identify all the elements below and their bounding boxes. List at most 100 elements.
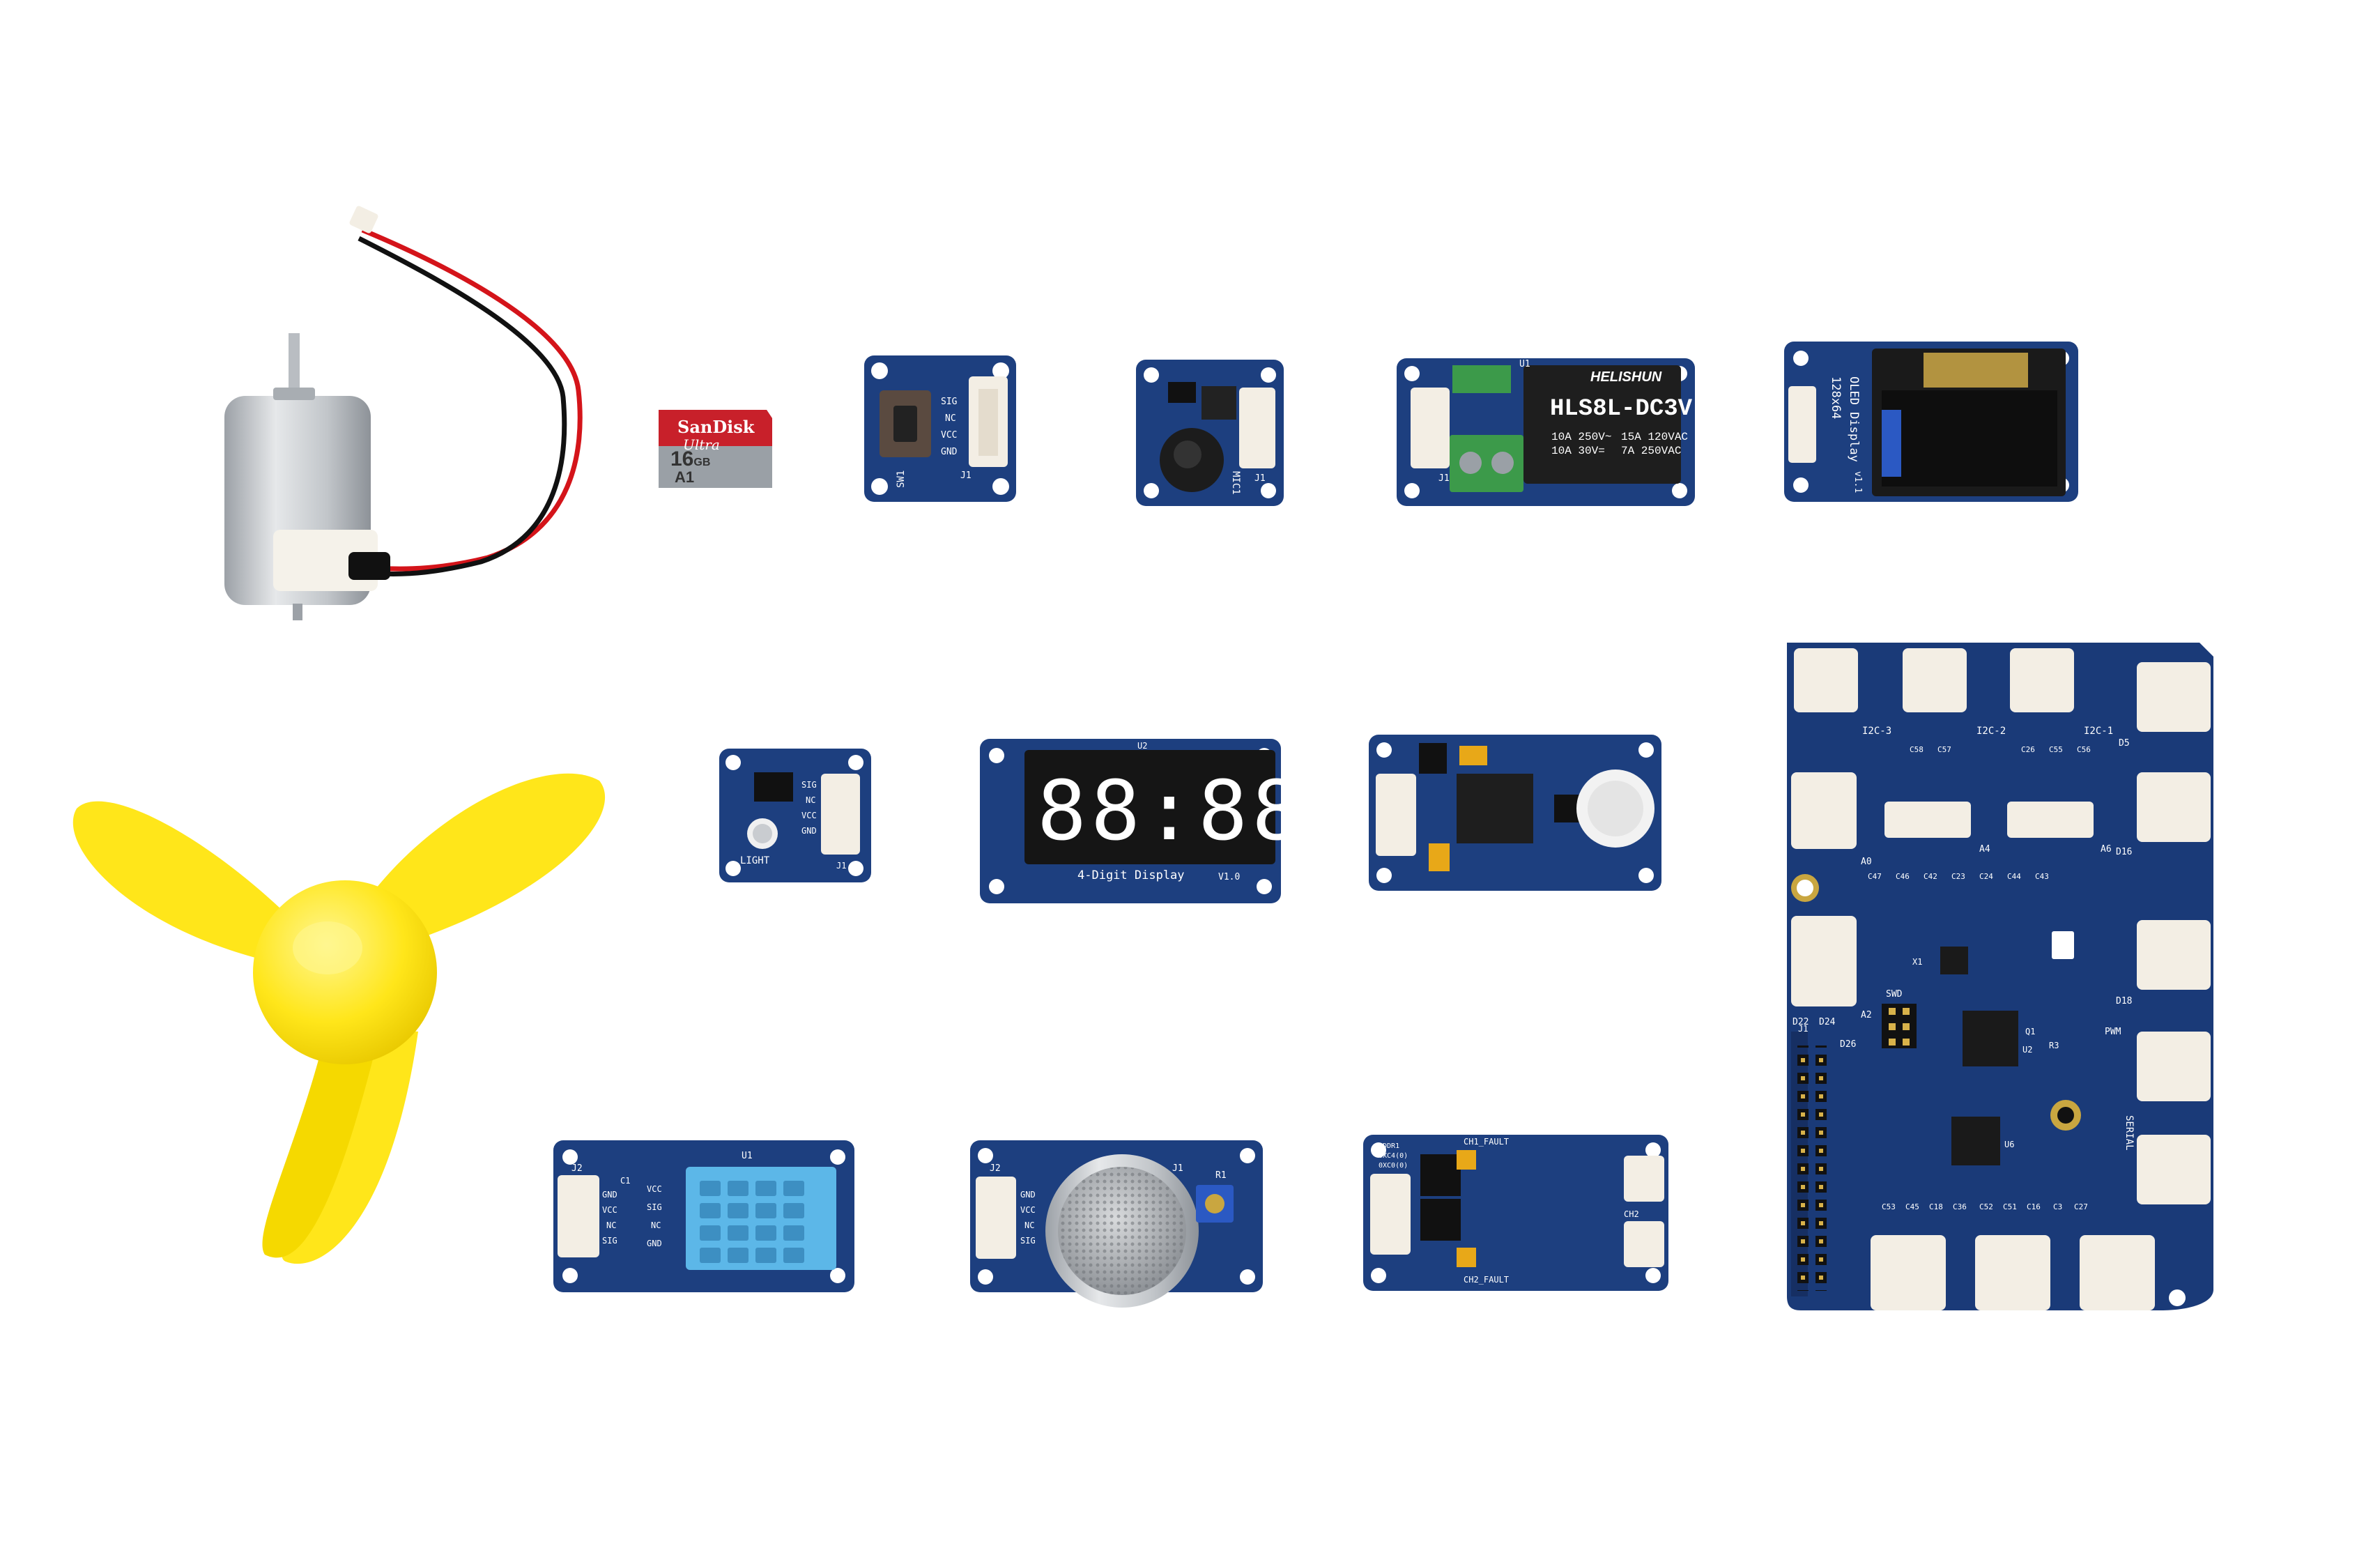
relay-spec-left-2: 10A 30V= [1551,445,1605,457]
mic-ref-label: J1 [1254,473,1266,484]
oled-label-line2: 128x64 [1829,376,1843,420]
dht-pin-left-nc: NC [606,1220,617,1230]
digit-readout: 88:88 [1037,763,1306,859]
sd-subbrand-label: Ultra [683,436,720,453]
gas-pin-vcc: VCC [1020,1205,1036,1215]
temp-humidity-module [553,1140,854,1292]
hat-caps-mid-1: C46 [1896,872,1910,881]
relay-module [1397,358,1695,506]
relay-spec-right-1: 15A 120VAC [1621,431,1689,443]
fan-propeller [72,773,606,1264]
button-module [864,355,1016,502]
hat-caps-bottom-1: C45 [1905,1202,1919,1211]
hat-caps-bottom-7: C3 [2053,1202,2063,1211]
dht-pin-right-nc: NC [651,1220,661,1230]
hat-caps-top-0: C58 [1910,745,1924,754]
hat-a4: A4 [1979,844,1990,855]
hat-i2c-2: I2C-2 [1976,726,2006,737]
dc-motor [224,206,583,620]
driver-addr-2: 0XC0(0) [1379,1162,1408,1170]
dht-ref-u: U1 [742,1151,753,1161]
hat-ref-j1: J1 [1798,1024,1809,1034]
hat-caps-bottom-6: C16 [2027,1202,2041,1211]
dht-pin-left-vcc: VCC [602,1205,617,1215]
dht-pin-left-sig: SIG [602,1236,617,1246]
hat-caps-top-1: C57 [1937,745,1951,754]
hat-i2c-3: I2C-3 [1862,726,1892,737]
hat-d24: D24 [1819,1017,1836,1027]
relay-spec-left-1: 10A 250V~ [1551,431,1612,443]
microphone-module [1136,360,1284,506]
dht-pin-right-gnd: GND [647,1239,662,1248]
hat-i2c-1: I2C-1 [2084,726,2114,737]
hat-caps-top-2: C26 [2021,745,2035,754]
sd-capacity-unit: GB [693,457,711,468]
hat-pwm-label: PWM [2105,1027,2121,1037]
hat-d18: D18 [2116,996,2133,1006]
hat-caps-bottom-8: C27 [2074,1202,2088,1211]
digit-display-label: 4-Digit Display [1077,868,1185,882]
hat-swd-label: SWD [1886,989,1903,1000]
hat-d26: D26 [1840,1039,1857,1050]
button-pin-gnd: GND [941,447,958,457]
dht-ref-c: C1 [620,1176,631,1186]
hat-caps-bottom-4: C52 [1979,1202,1993,1211]
hat-caps-bottom-0: C53 [1882,1202,1896,1211]
dht-pin-left-gnd: GND [602,1190,617,1200]
hat-caps-bottom-2: C18 [1929,1202,1943,1211]
relay-ref-u: U1 [1519,359,1530,369]
relay-brand-label: HELISHUN [1590,369,1662,385]
gas-pin-nc: NC [1024,1220,1035,1230]
gas-ref-j1: J1 [1172,1163,1183,1174]
digit-display-version: V1.0 [1218,872,1241,882]
base-hat-board [1787,643,2213,1310]
hat-caps-mid-0: C47 [1868,872,1882,881]
hat-ref-q1: Q1 [2025,1027,2036,1036]
hat-ref-x1: X1 [1912,957,1923,967]
hat-serial-label: SERIAL [2124,1115,2135,1151]
light-pin-vcc: VCC [801,811,817,820]
hat-caps-mid-6: C43 [2035,872,2049,881]
sd-class-mark: A1 [675,468,695,486]
driver-addr-0: ADDR1 [1379,1142,1400,1150]
hat-d16: D16 [2116,847,2133,857]
hat-caps-top-4: C56 [2077,745,2091,754]
dht-pin-right-vcc: VCC [647,1184,662,1194]
hat-ref-r3: R3 [2049,1041,2059,1050]
hat-caps-mid-2: C42 [1924,872,1937,881]
button-pin-sig: SIG [941,397,958,407]
oled-label-line1: OLED Display [1847,376,1861,462]
hat-caps-bottom-5: C51 [2003,1202,2017,1211]
red-wire [348,227,583,572]
light-ref-label: J1 [836,861,847,871]
driver-addr-1: 0XC4(0) [1379,1152,1408,1160]
hat-caps-mid-4: C24 [1979,872,1993,881]
hat-a2: A2 [1861,1010,1872,1020]
microsd-card [659,410,772,488]
dht-pin-right-sig: SIG [647,1202,662,1212]
mic-name-label: MIC1 [1230,471,1241,495]
motor-driver-module [1363,1135,1668,1291]
sd-brand-label: SanDisk [677,417,755,437]
hat-caps-mid-3: C23 [1951,872,1965,881]
digit-display-ref: U2 [1137,741,1148,751]
gas-pin-sig: SIG [1020,1236,1036,1246]
light-name-label: LIGHT [740,855,770,866]
four-digit-display-module [980,739,1281,903]
driver-top-label: CH1_FAULT [1464,1137,1510,1147]
oled-module [1784,342,2078,502]
hat-d5: D5 [2119,738,2130,749]
relay-spec-right-2: 7A 250VAC [1621,445,1682,457]
hat-a0: A0 [1861,857,1872,867]
dht-ref-j: J2 [571,1163,583,1174]
relay-ref-j: J1 [1438,473,1450,484]
gas-ref-r: R1 [1215,1170,1227,1181]
hat-caps-mid-5: C44 [2007,872,2021,881]
hat-ref-u2: U2 [2022,1045,2033,1055]
hat-d22: D22 [1792,1017,1809,1027]
light-pin-gnd: GND [801,826,817,836]
gas-sensor-module [970,1140,1263,1308]
driver-bottom-label: CH2_FAULT [1464,1275,1510,1285]
button-pin-nc: NC [945,413,956,424]
